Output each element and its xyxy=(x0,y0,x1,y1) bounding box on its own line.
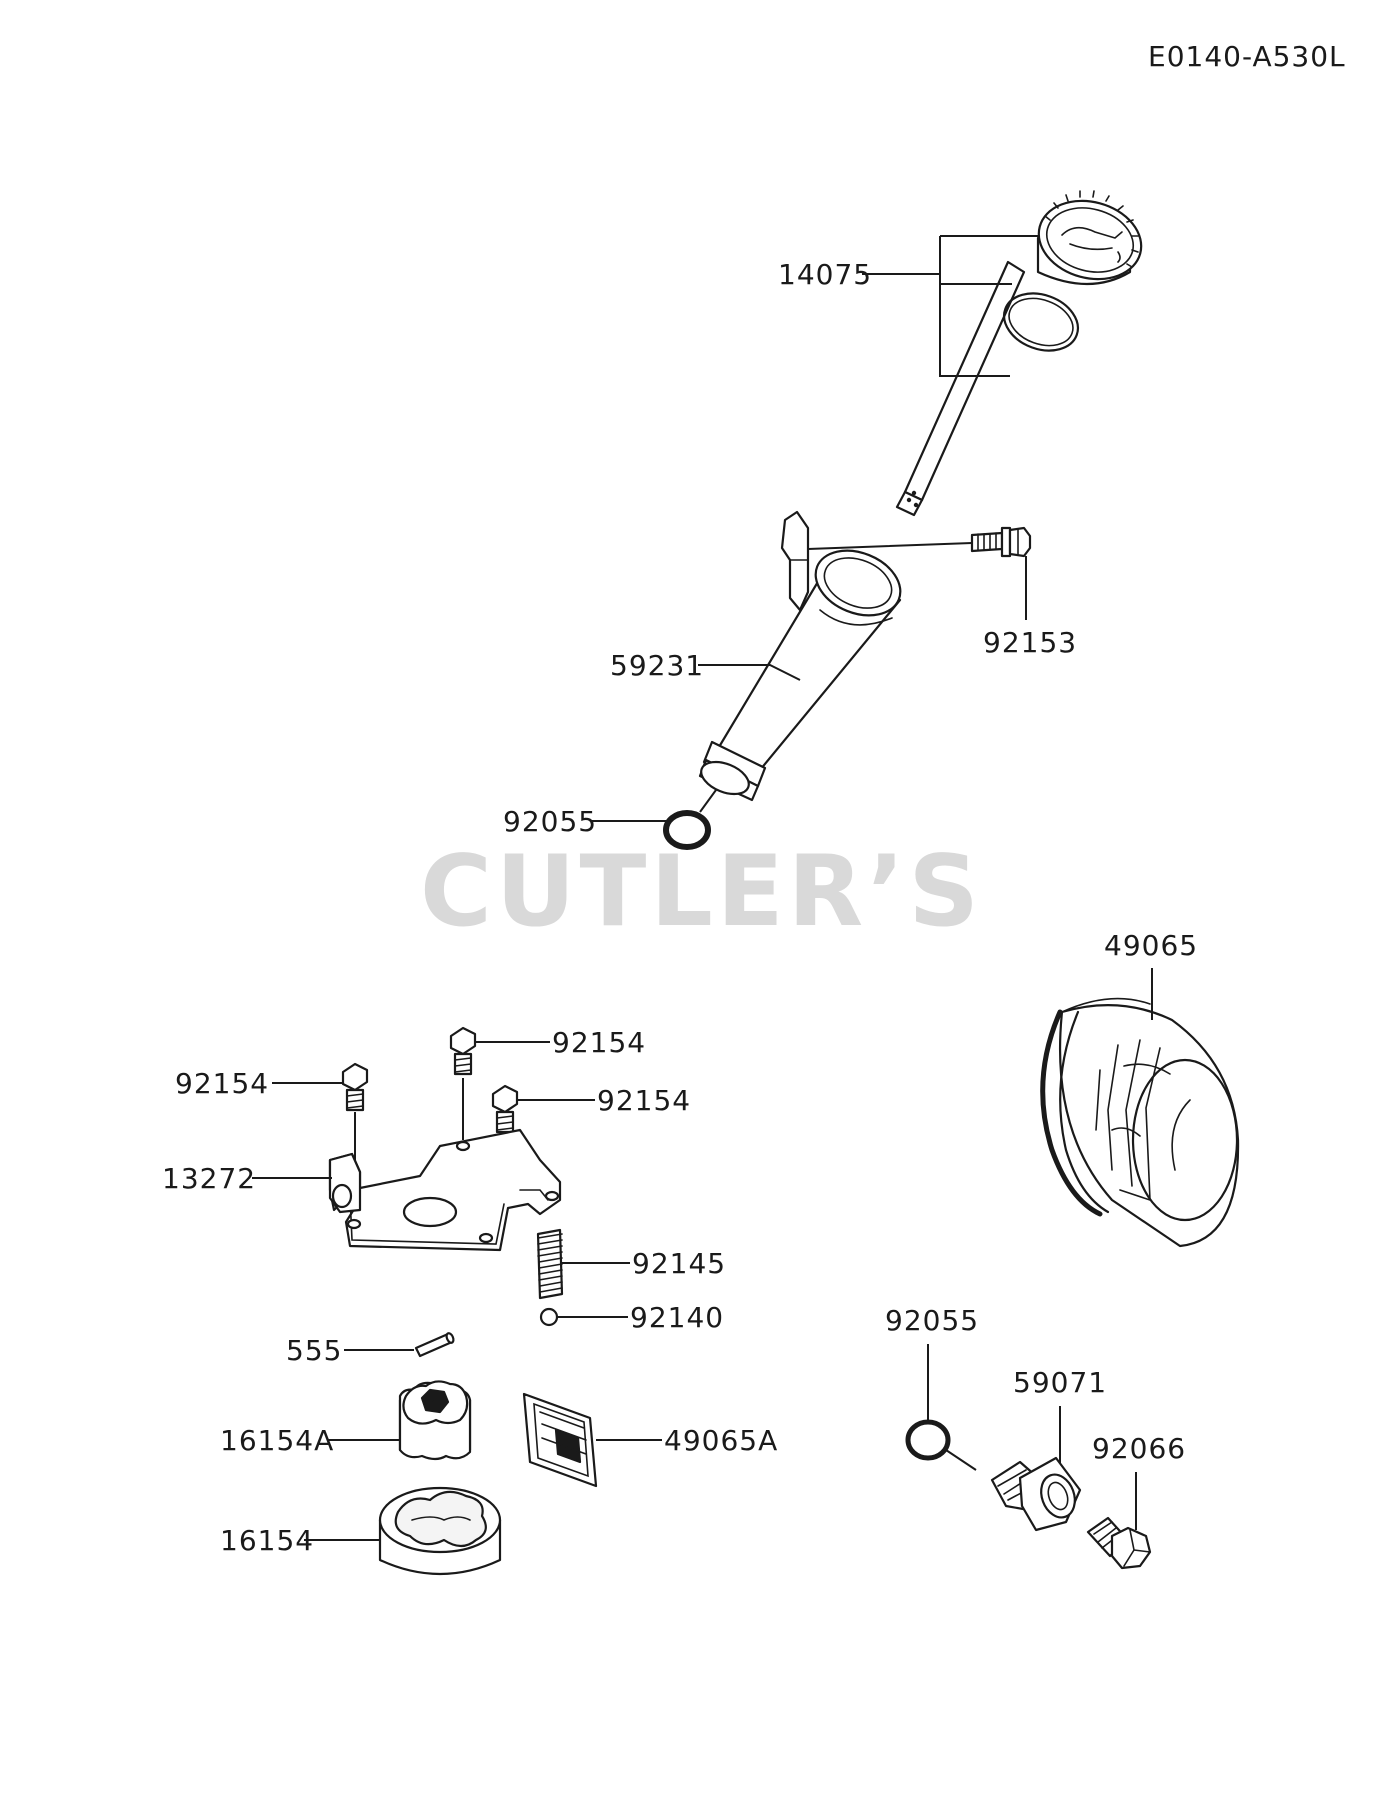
part-label-13272[interactable]: 13272 xyxy=(162,1162,256,1195)
relief-spring-part[interactable] xyxy=(536,1228,564,1300)
bolt-92154-a-part[interactable] xyxy=(341,1062,369,1112)
part-label-16154[interactable]: 16154 xyxy=(220,1524,314,1557)
part-label-92055-bottom[interactable]: 92055 xyxy=(885,1304,979,1337)
bolt-92154-b-part[interactable] xyxy=(449,1026,477,1076)
dowel-pin-part[interactable] xyxy=(414,1332,455,1358)
drain-fitting-part[interactable] xyxy=(990,1456,1082,1532)
part-label-92154-a[interactable]: 92154 xyxy=(175,1067,269,1100)
part-label-555[interactable]: 555 xyxy=(286,1334,342,1367)
part-label-92140[interactable]: 92140 xyxy=(630,1301,724,1334)
part-label-92066[interactable]: 92066 xyxy=(1092,1432,1186,1465)
dipstick-assembly-part[interactable] xyxy=(895,190,1150,517)
o-ring-bottom-part[interactable] xyxy=(905,1419,951,1461)
drain-plug-part[interactable] xyxy=(1086,1516,1152,1570)
part-label-14075[interactable]: 14075 xyxy=(778,258,872,291)
pump-plate-part[interactable] xyxy=(328,1128,562,1252)
oil-fill-tube-part[interactable] xyxy=(697,510,910,802)
relief-ball-part[interactable] xyxy=(539,1307,559,1327)
inner-rotor-part[interactable] xyxy=(398,1380,472,1461)
part-label-92055-top[interactable]: 92055 xyxy=(503,805,597,838)
part-label-92145[interactable]: 92145 xyxy=(632,1247,726,1280)
oil-filter-part[interactable] xyxy=(1040,997,1240,1248)
outer-rotor-part[interactable] xyxy=(378,1486,502,1576)
part-label-92154-b[interactable]: 92154 xyxy=(552,1026,646,1059)
part-label-16154A[interactable]: 16154A xyxy=(220,1424,334,1457)
part-label-49065A[interactable]: 49065A xyxy=(664,1424,778,1457)
diagram-code: E0140-A530L xyxy=(1148,40,1346,73)
flange-bolt-part[interactable] xyxy=(970,526,1032,558)
part-label-59231[interactable]: 59231 xyxy=(610,649,704,682)
o-ring-top-part[interactable] xyxy=(663,810,711,850)
part-label-92154-c[interactable]: 92154 xyxy=(597,1084,691,1117)
part-label-92153[interactable]: 92153 xyxy=(983,626,1077,659)
part-label-59071[interactable]: 59071 xyxy=(1013,1366,1107,1399)
watermark-logo: CUTLER’S xyxy=(420,835,983,949)
screen-filter-part[interactable] xyxy=(522,1392,598,1488)
part-label-49065[interactable]: 49065 xyxy=(1104,929,1198,962)
bolt-92154-c-part[interactable] xyxy=(491,1084,519,1134)
